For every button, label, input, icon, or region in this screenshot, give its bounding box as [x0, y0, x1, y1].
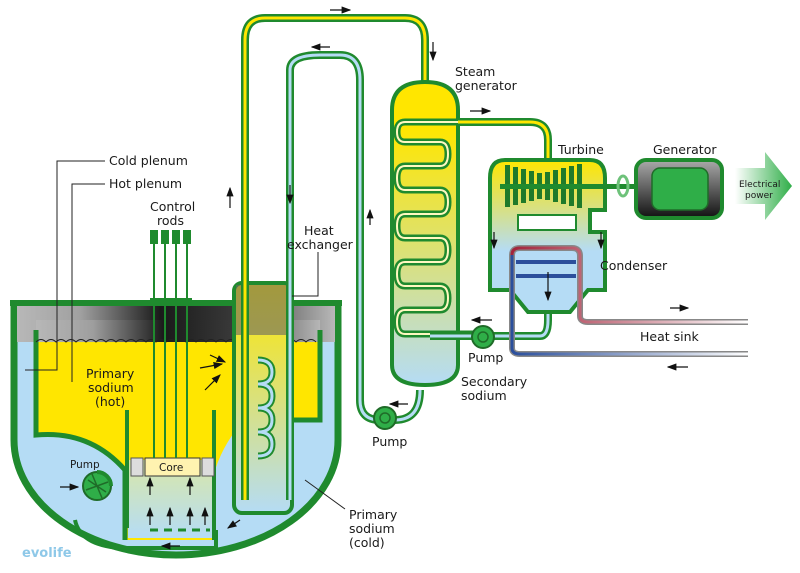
secondary-hot-loop — [241, 14, 429, 500]
label-turbine: Turbine — [557, 142, 604, 157]
label-secondary-sodium-1: Secondary — [461, 374, 528, 389]
electrical-power-arrow — [735, 152, 792, 220]
steam-line — [458, 118, 552, 160]
label-control-rods-1: Control — [150, 199, 195, 214]
flow-arrows — [60, 6, 690, 550]
label-pump-feedwater: Pump — [468, 350, 503, 365]
label-primary-hot-3: (hot) — [95, 394, 125, 409]
leader-lines — [25, 160, 346, 510]
label-control-rods-2: rods — [157, 213, 184, 228]
secondary-cold-loop — [286, 51, 424, 500]
label-heat-exchanger-2: exchanger — [287, 237, 354, 252]
label-steam-generator-1: Steam — [455, 64, 495, 79]
label-hot-plenum: Hot plenum — [109, 176, 182, 191]
watermark-logo: evolife — [22, 546, 72, 561]
label-primary-cold-1: Primary — [349, 507, 398, 522]
label-heat-sink: Heat sink — [640, 329, 700, 344]
label-pump-secondary: Pump — [372, 434, 407, 449]
label-generator: Generator — [653, 142, 717, 157]
primary-pump — [82, 470, 113, 501]
label-primary-cold-3: (cold) — [349, 535, 385, 550]
steam-generator — [390, 79, 480, 388]
generator — [616, 158, 724, 220]
label-core: Core — [159, 462, 183, 474]
label-electrical-power-2: power — [745, 191, 773, 201]
label-secondary-sodium-2: sodium — [461, 388, 507, 403]
label-primary-hot-2: sodium — [88, 380, 134, 395]
label-heat-exchanger-1: Heat — [304, 223, 334, 238]
label-primary-hot-1: Primary — [86, 366, 135, 381]
core — [144, 457, 201, 477]
feedwater-pump — [471, 325, 495, 349]
label-steam-generator-2: generator — [455, 78, 518, 93]
label-cold-plenum: Cold plenum — [109, 153, 188, 168]
label-primary-cold-2: sodium — [349, 521, 395, 536]
control-rods — [150, 230, 192, 458]
secondary-pump — [373, 406, 397, 430]
label-condenser: Condenser — [600, 258, 668, 273]
heat-sink-pipes — [509, 245, 748, 357]
label-electrical-power-1: Electrical — [739, 180, 780, 190]
label-pump-primary: Pump — [70, 459, 100, 471]
